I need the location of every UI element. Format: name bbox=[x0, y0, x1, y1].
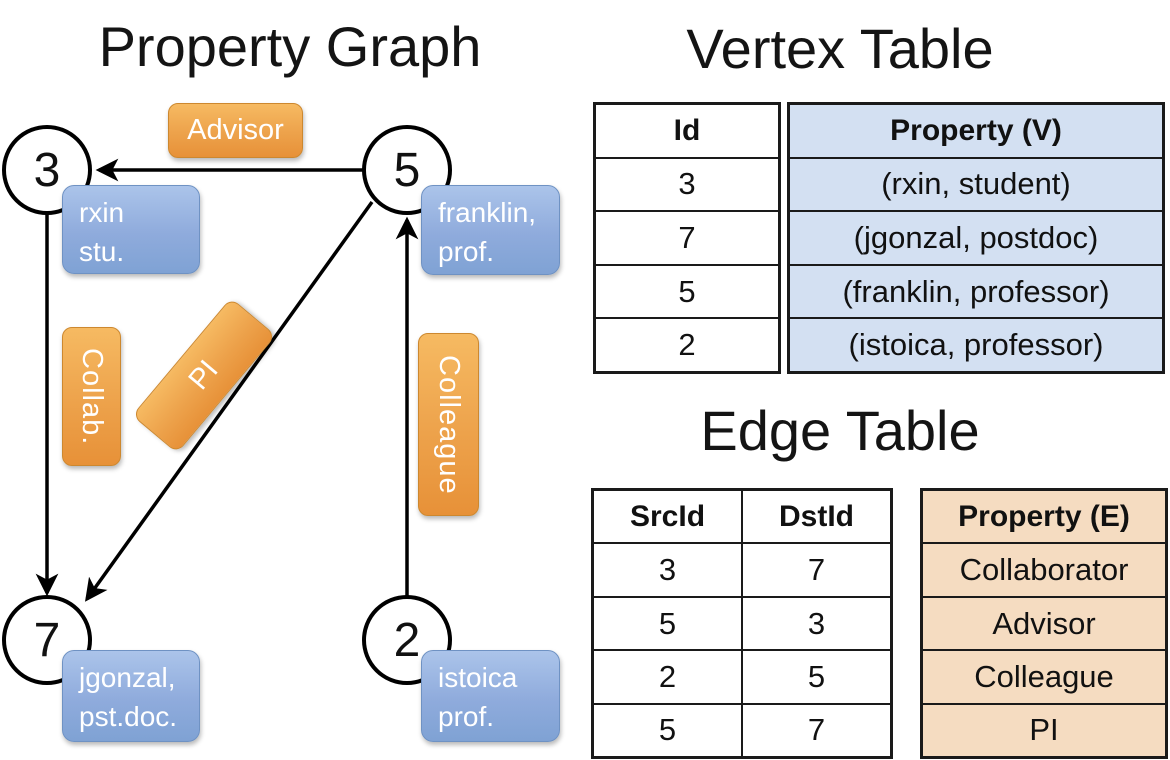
table-row: 2 bbox=[596, 317, 778, 371]
node-circle-5: 5 bbox=[362, 125, 452, 215]
table-row: (jgonzal, postdoc) bbox=[790, 210, 1162, 264]
edge-dst-cell: 3 bbox=[807, 605, 826, 641]
node-id-5: 5 bbox=[393, 143, 421, 197]
edge-table-title: Edge Table bbox=[700, 399, 980, 462]
edge-label-pi: PI bbox=[131, 297, 277, 454]
edge-src-cell: 5 bbox=[658, 605, 677, 641]
table-row: Collaborator bbox=[923, 542, 1165, 595]
vertex-property-cell: (jgonzal, postdoc) bbox=[853, 219, 1099, 255]
vertex-id-cell: 7 bbox=[678, 219, 696, 255]
table-row: 3 bbox=[596, 156, 778, 211]
vertex-property-line: stu. bbox=[79, 235, 125, 267]
edge-label-colleague-text: Colleague bbox=[433, 354, 465, 495]
edge-table-id-columns: SrcId DstId 3 7 5 3 2 5 5 7 bbox=[591, 488, 893, 759]
vertex-property-box-2: istoica prof. bbox=[421, 650, 560, 742]
vertex-property-line: prof. bbox=[438, 700, 495, 732]
vertex-table-property-column: Property (V) (rxin, student) (jgonzal, p… bbox=[787, 102, 1165, 374]
table-row: PI bbox=[923, 702, 1165, 756]
node-id-2: 2 bbox=[393, 613, 421, 667]
vertex-property-cell: (franklin, professor) bbox=[842, 273, 1110, 309]
edge-src-cell: 5 bbox=[658, 712, 677, 748]
vertex-id-cell: 3 bbox=[678, 166, 696, 202]
vertex-property-box-7: jgonzal, pst.doc. bbox=[62, 650, 200, 742]
edge-label-advisor: Advisor bbox=[168, 103, 303, 158]
table-row: 5 7 bbox=[594, 702, 890, 757]
edge-dst-cell: 5 bbox=[807, 658, 826, 694]
edge-label-advisor-text: Advisor bbox=[187, 114, 284, 146]
table-row: 3 7 bbox=[594, 542, 890, 596]
table-row: (rxin, student) bbox=[790, 156, 1162, 211]
node-id-3: 3 bbox=[33, 143, 61, 197]
vertex-property-box-3: rxin stu. bbox=[62, 185, 200, 274]
vertex-property-cell: (istoica, professor) bbox=[848, 327, 1104, 363]
property-graph-title: Property Graph bbox=[98, 15, 482, 78]
table-row: (franklin, professor) bbox=[790, 263, 1162, 318]
edge-src-cell: 2 bbox=[658, 658, 677, 694]
edge-label-pi-text: PI bbox=[182, 354, 225, 396]
node-id-7: 7 bbox=[33, 613, 61, 667]
vertex-property-line: pst.doc. bbox=[79, 700, 178, 732]
edge-table-property-header: Property (E) bbox=[958, 499, 1130, 533]
edge-table-property-column: Property (E) Collaborator Advisor Collea… bbox=[920, 488, 1168, 759]
vertex-property-line: franklin, bbox=[438, 197, 537, 228]
edge-label-collab: Collab. bbox=[62, 327, 121, 466]
vertex-property-box-5: franklin, prof. bbox=[421, 185, 560, 275]
vertex-table-id-header: Id bbox=[673, 113, 701, 147]
vertex-id-cell: 5 bbox=[678, 273, 696, 309]
vertex-property-line: jgonzal, bbox=[79, 662, 176, 693]
table-row: 5 bbox=[596, 263, 778, 318]
table-row: 7 bbox=[596, 210, 778, 264]
edge-src-cell: 3 bbox=[658, 552, 677, 588]
edge-property-cell: PI bbox=[1029, 712, 1059, 748]
vertex-property-line: istoica bbox=[438, 662, 518, 693]
vertex-property-line: rxin bbox=[79, 197, 125, 228]
table-row: Colleague bbox=[923, 649, 1165, 702]
edge-dst-cell: 7 bbox=[807, 712, 826, 748]
edge-table-srcid-header: SrcId bbox=[629, 499, 706, 533]
edge-property-cell: Advisor bbox=[992, 605, 1096, 641]
vertex-table-property-header: Property (V) bbox=[890, 113, 1062, 147]
vertex-id-cell: 2 bbox=[678, 327, 696, 363]
table-row: 2 5 bbox=[594, 649, 890, 703]
edge-dst-cell: 7 bbox=[807, 552, 826, 588]
edge-label-colleague: Colleague bbox=[418, 333, 479, 516]
edge-property-cell: Colleague bbox=[974, 658, 1114, 694]
table-row: Advisor bbox=[923, 595, 1165, 649]
edge-table-dstid-header: DstId bbox=[779, 499, 854, 533]
edge-property-cell: Collaborator bbox=[959, 552, 1129, 588]
table-row: (istoica, professor) bbox=[790, 317, 1162, 371]
table-row: 5 3 bbox=[594, 595, 890, 650]
vertex-property-cell: (rxin, student) bbox=[881, 166, 1071, 202]
vertex-table-id-column: Id 3 7 5 2 bbox=[593, 102, 781, 374]
node-circle-3: 3 bbox=[2, 125, 92, 215]
edge-label-collab-text: Collab. bbox=[76, 347, 108, 446]
vertex-property-line: prof. bbox=[438, 235, 495, 267]
vertex-table-title: Vertex Table bbox=[686, 17, 994, 80]
